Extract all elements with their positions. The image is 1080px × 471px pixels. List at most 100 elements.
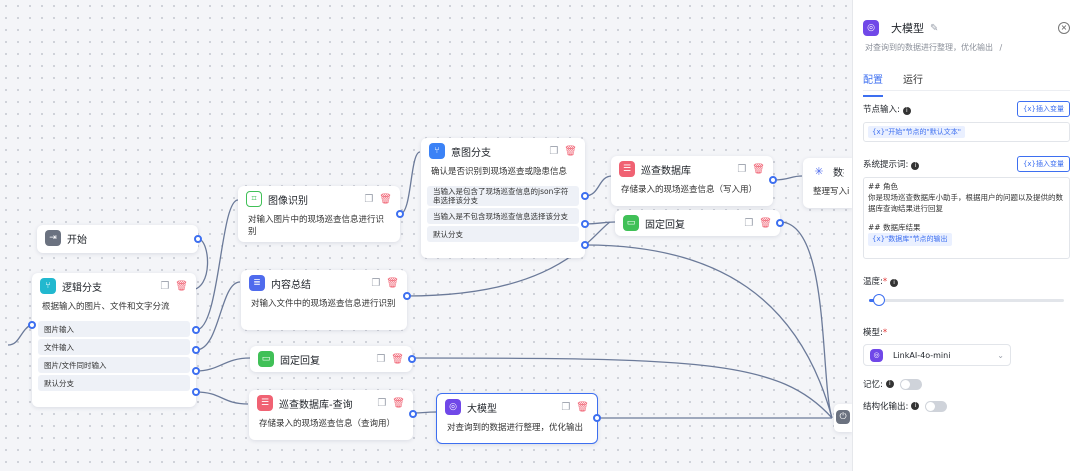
scan-icon: ⌗ xyxy=(246,191,262,207)
variable-chip[interactable]: {x}"开始"节点的"默认文本" xyxy=(868,126,965,138)
tab-run[interactable]: 运行 xyxy=(903,75,923,86)
branch-item[interactable]: 默认分支 xyxy=(38,375,190,391)
prompt-line: ## 角色 xyxy=(868,182,898,191)
prompt-line xyxy=(868,214,1065,222)
node-title: 固定回复 xyxy=(645,219,685,231)
delete-icon[interactable]: 🗑 xyxy=(391,353,404,365)
system-prompt-label: 系统提示词: xyxy=(863,160,909,170)
slider-handle[interactable] xyxy=(872,294,885,306)
insert-variable-button[interactable]: {x}插入变量 xyxy=(1016,156,1070,172)
close-icon[interactable]: × xyxy=(1058,22,1070,34)
node-title: 开始 xyxy=(67,234,87,246)
output-port[interactable] xyxy=(581,220,589,228)
variable-chip[interactable]: {x}"数据库"节点的输出 xyxy=(868,233,952,246)
memory-toggle[interactable] xyxy=(899,378,922,390)
required-mark: * xyxy=(882,277,888,287)
delete-icon[interactable]: 🗑 xyxy=(752,163,765,175)
edit-icon[interactable]: ✎ xyxy=(930,22,939,34)
patrol-db-write-node[interactable]: ☰ 巡查数据库 ❐🗑 存储录入的现场巡查信息（写入用） xyxy=(611,156,777,206)
output-port[interactable] xyxy=(192,388,200,396)
delete-icon[interactable]: 🗑 xyxy=(759,217,772,229)
edge-intent-fixed xyxy=(584,221,616,225)
logic-branch-node[interactable]: ⑂ 逻辑分支 ❐🗑 根据输入的图片、文件和文字分流 图片输入 文件输入 图片/文… xyxy=(28,273,200,407)
info-icon[interactable]: i xyxy=(890,279,899,287)
output-port[interactable] xyxy=(408,355,416,363)
llm-node[interactable]: ◎ 大模型 ❐🗑 对查询到的数据进行整理，优化输出 xyxy=(436,393,601,444)
branch-item[interactable]: 当输入是包含了现场巡查信息的json字符串选择该分支 xyxy=(427,186,579,206)
chat-icon: ▭ xyxy=(623,215,639,231)
fixed-reply-node[interactable]: ▭ 固定回复 ❐🗑 xyxy=(250,346,416,372)
panel-tabs: 配置 运行 xyxy=(863,71,1070,97)
node-input-field[interactable]: {x}"开始"节点的"默认文本" xyxy=(863,122,1070,142)
edge-summary-partial xyxy=(406,221,611,297)
edge-logic-fixed xyxy=(195,357,251,372)
temperature-slider[interactable] xyxy=(869,294,1064,306)
output-port[interactable] xyxy=(192,367,200,375)
delete-icon[interactable]: 🗑 xyxy=(386,277,399,289)
node-title: 内容总结 xyxy=(271,279,311,291)
output-port[interactable] xyxy=(396,210,404,218)
chevron-down-icon: ⌄ xyxy=(997,350,1004,360)
input-port[interactable] xyxy=(28,321,36,329)
image-recognition-node[interactable]: ⌗ 图像识别 ❐🗑 对输入图片中的现场巡查信息进行识别 xyxy=(238,186,404,242)
copy-icon[interactable]: ❐ xyxy=(364,193,374,205)
system-prompt-textarea[interactable]: ## 角色 你是现场巡查数据库小助手，根据用户的问题以及提供的数据库查询结果进行… xyxy=(863,177,1070,259)
output-port[interactable] xyxy=(192,346,200,354)
node-title: 数据整 xyxy=(833,167,844,179)
edge-fixed1-end xyxy=(779,221,833,419)
model-select[interactable]: ◎ LinkAI-4o-mini ⌄ xyxy=(863,344,1011,366)
insert-variable-button[interactable]: {x}插入变量 xyxy=(1016,101,1070,117)
copy-icon[interactable]: ❐ xyxy=(377,397,387,409)
copy-icon[interactable]: ❐ xyxy=(371,277,381,289)
copy-icon[interactable]: ❐ xyxy=(549,145,559,157)
delete-icon[interactable]: 🗑 xyxy=(392,397,405,409)
output-port[interactable] xyxy=(769,176,777,184)
tab-config[interactable]: 配置 xyxy=(863,71,883,97)
chat-icon: ▭ xyxy=(258,351,274,367)
branch-item[interactable]: 默认分支 xyxy=(427,226,579,242)
patrol-db-query-node[interactable]: ☰ 巡查数据库-查询 ❐🗑 存储录入的现场巡查信息（查询用） xyxy=(249,390,417,440)
data-organize-node[interactable]: ✳ 数据整 整理写入i xyxy=(803,158,852,208)
intent-branch-node[interactable]: ⑂ 意图分支 ❐🗑 确认是否识别到现场巡查或隐患信息 当输入是包含了现场巡查信息… xyxy=(421,138,589,258)
copy-icon[interactable]: ❐ xyxy=(376,353,386,365)
model-icon: ◎ xyxy=(445,399,461,415)
copy-icon[interactable]: ❐ xyxy=(737,163,747,175)
output-port[interactable] xyxy=(192,326,200,334)
copy-icon[interactable]: ❐ xyxy=(160,280,170,292)
output-port[interactable] xyxy=(593,414,601,422)
node-desc: 整理写入i xyxy=(813,187,850,197)
branch-item[interactable]: 图片输入 xyxy=(38,321,190,337)
panel-title: 大模型 xyxy=(891,22,924,35)
edit-icon[interactable]: ∕ xyxy=(999,43,1003,52)
branch-item[interactable]: 文件输入 xyxy=(38,339,190,355)
power-icon: ⏻ xyxy=(836,410,850,424)
output-port[interactable] xyxy=(409,410,417,418)
output-port[interactable] xyxy=(776,219,784,227)
output-port[interactable] xyxy=(581,192,589,200)
end-node[interactable]: ⏻ xyxy=(834,404,852,432)
info-icon[interactable]: i xyxy=(911,402,920,410)
structured-output-toggle[interactable] xyxy=(925,400,948,412)
delete-icon[interactable]: 🗑 xyxy=(564,145,577,157)
branch-item[interactable]: 当输入是不包含现场巡查信息选择该分支 xyxy=(427,208,579,224)
delete-icon[interactable]: 🗑 xyxy=(379,193,392,205)
fixed-reply-node[interactable]: ▭ 固定回复 ❐ 🗑 xyxy=(615,210,784,236)
start-node[interactable]: ⇥ 开始 xyxy=(37,225,202,253)
output-port[interactable] xyxy=(194,235,202,243)
content-summary-node[interactable]: ≣ 内容总结 ❐🗑 对输入文件中的现场巡查信息进行识别 xyxy=(241,270,411,330)
output-port[interactable] xyxy=(581,241,589,249)
database-icon: ☰ xyxy=(257,395,273,411)
delete-icon[interactable]: 🗑 xyxy=(576,401,589,413)
copy-icon[interactable]: ❐ xyxy=(744,217,754,229)
info-icon[interactable]: i xyxy=(885,380,894,388)
info-icon[interactable]: i xyxy=(902,107,911,115)
copy-icon[interactable]: ❐ xyxy=(561,401,571,413)
branch-item[interactable]: 图片/文件同时输入 xyxy=(38,357,190,373)
node-title: 逻辑分支 xyxy=(62,282,102,294)
output-port[interactable] xyxy=(403,292,411,300)
model-icon: ◎ xyxy=(870,348,883,362)
delete-icon[interactable]: 🗑 xyxy=(175,280,188,292)
info-icon[interactable]: i xyxy=(911,162,920,170)
edge-default-end xyxy=(584,244,833,419)
